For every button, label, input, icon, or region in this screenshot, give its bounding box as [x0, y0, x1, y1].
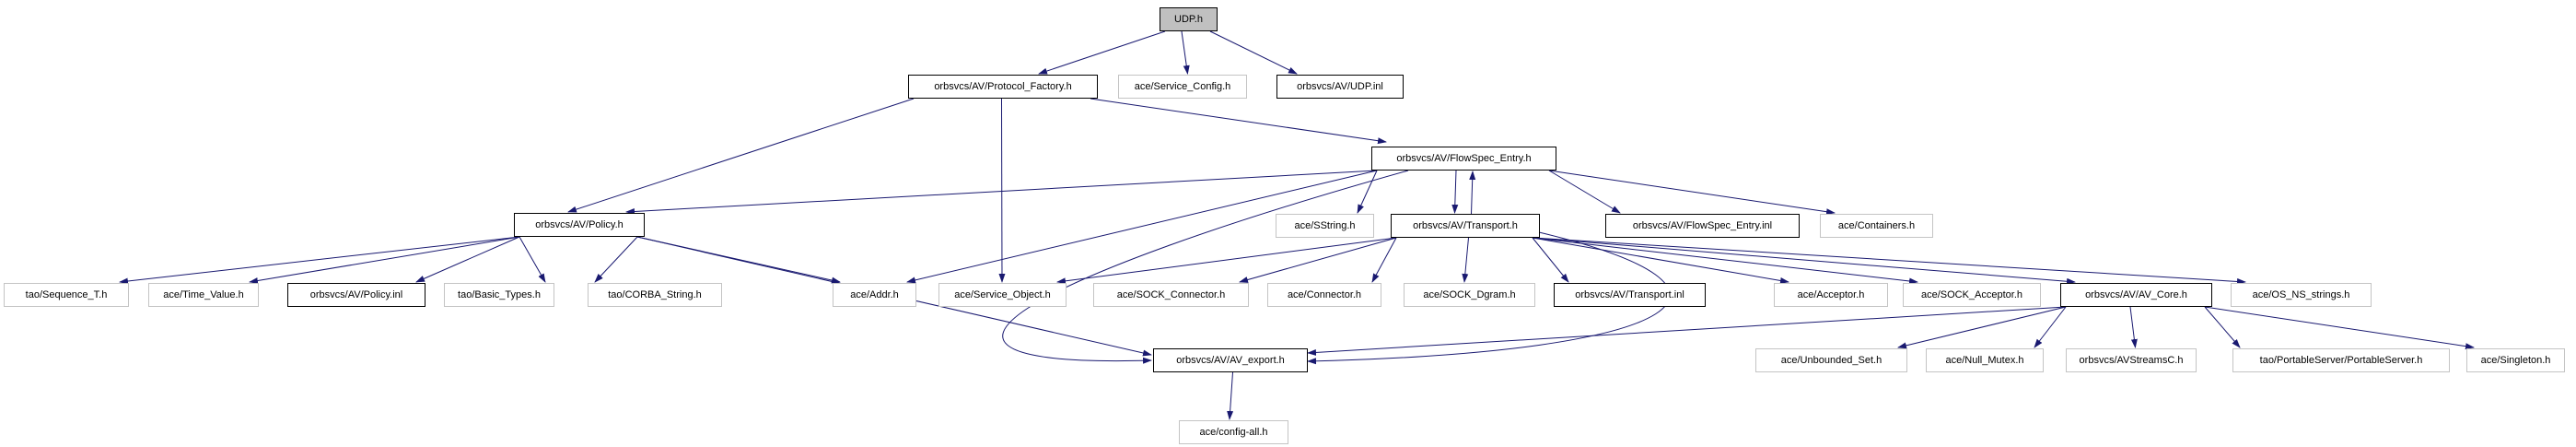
edge-transport-to-sock_dgram: [1462, 237, 1469, 283]
edge-av_export-to-config_all: [1227, 371, 1234, 420]
edge-flowspec_entry-to-policy: [625, 170, 1378, 215]
node-sstring[interactable]: ace/SString.h: [1276, 214, 1374, 238]
node-sock_connector[interactable]: ace/SOCK_Connector.h: [1093, 283, 1249, 307]
node-udp_h[interactable]: UDP.h: [1160, 7, 1218, 31]
node-corba_string[interactable]: tao/CORBA_String.h: [588, 283, 722, 307]
node-policy_inl[interactable]: orbsvcs/AV/Policy.inl: [287, 283, 425, 307]
node-service_object[interactable]: ace/Service_Object.h: [938, 283, 1067, 307]
edge-transport-to-connector: [1371, 237, 1397, 283]
node-time_value[interactable]: ace/Time_Value.h: [148, 283, 259, 307]
node-flowspec_entry[interactable]: orbsvcs/AV/FlowSpec_Entry.h: [1371, 147, 1556, 171]
edge-flowspec_entry-to-av_export: [1002, 170, 1409, 364]
edge-policy-to-time_value: [249, 236, 520, 284]
edge-av_core-to-null_mutex: [2034, 306, 2067, 348]
node-transport_inl[interactable]: orbsvcs/AV/Transport.inl: [1554, 283, 1706, 307]
edge-av_core-to-av_export: [1307, 306, 2067, 356]
edge-policy-to-sequence_t: [119, 236, 520, 285]
edge-transport-to-flowspec_entry: [1469, 171, 1476, 215]
edge-udp_h-to-udp_inl: [1209, 30, 1298, 75]
edge-udp_h-to-service_config: [1181, 30, 1190, 75]
node-basic_types[interactable]: tao/Basic_Types.h: [444, 283, 554, 307]
edge-transport-to-av_core: [1532, 237, 2076, 285]
node-udp_inl[interactable]: orbsvcs/AV/UDP.inl: [1276, 75, 1404, 99]
edge-policy-to-corba_string: [594, 236, 638, 283]
edge-flowspec_entry-to-transport: [1451, 170, 1459, 214]
node-portableserver[interactable]: tao/PortableServer/PortableServer.h: [2232, 348, 2450, 372]
node-policy[interactable]: orbsvcs/AV/Policy.h: [514, 213, 645, 237]
edge-protocol_factory-to-service_object: [998, 98, 1006, 283]
node-containers[interactable]: ace/Containers.h: [1820, 214, 1933, 238]
edge-transport-to-os_ns_strings: [1532, 237, 2246, 285]
node-addr[interactable]: ace/Addr.h: [833, 283, 916, 307]
node-sock_dgram[interactable]: ace/SOCK_Dgram.h: [1404, 283, 1535, 307]
edge-flowspec_entry-to-flowspec_entry_inl: [1548, 170, 1621, 214]
node-os_ns_strings[interactable]: ace/OS_NS_strings.h: [2231, 283, 2372, 307]
edge-flowspec_entry-to-containers: [1548, 170, 1836, 216]
node-singleton[interactable]: ace/Singleton.h: [2466, 348, 2565, 372]
edge-policy-to-basic_types: [519, 236, 546, 283]
node-avstreamsc[interactable]: orbsvcs/AVStreamsC.h: [2066, 348, 2197, 372]
node-null_mutex[interactable]: ace/Null_Mutex.h: [1926, 348, 2044, 372]
node-sock_acceptor[interactable]: ace/SOCK_Acceptor.h: [1903, 283, 2041, 307]
edge-protocol_factory-to-flowspec_entry: [1090, 98, 1387, 145]
edge-av_core-to-unbounded_set: [1897, 306, 2067, 349]
edge-transport-to-sock_acceptor: [1532, 237, 1918, 285]
edge-transport-to-service_object: [1056, 237, 1397, 285]
edge-transport-to-av_export: [1307, 231, 1671, 365]
edge-transport-to-transport_inl: [1532, 237, 1569, 283]
edge-flowspec_entry-to-sstring: [1357, 170, 1378, 214]
node-av_export[interactable]: orbsvcs/AV/AV_export.h: [1153, 348, 1308, 372]
node-unbounded_set[interactable]: ace/Unbounded_Set.h: [1755, 348, 1907, 372]
edge-av_core-to-portableserver: [2204, 306, 2241, 348]
node-acceptor[interactable]: ace/Acceptor.h: [1774, 283, 1888, 307]
edge-transport-to-acceptor: [1532, 237, 1789, 284]
node-sequence_t[interactable]: tao/Sequence_T.h: [4, 283, 129, 307]
edge-policy-to-policy_inl: [415, 236, 520, 283]
edge-flowspec_entry-to-addr: [906, 170, 1378, 284]
edge-transport-to-sock_connector: [1239, 237, 1397, 283]
node-av_core[interactable]: orbsvcs/AV/AV_Core.h: [2060, 283, 2212, 307]
node-protocol_factory[interactable]: orbsvcs/AV/Protocol_Factory.h: [908, 75, 1098, 99]
edge-protocol_factory-to-policy: [567, 98, 915, 213]
node-flowspec_entry_inl[interactable]: orbsvcs/AV/FlowSpec_Entry.inl: [1605, 214, 1800, 238]
node-connector[interactable]: ace/Connector.h: [1267, 283, 1381, 307]
node-config_all[interactable]: ace/config-all.h: [1179, 420, 1288, 444]
edge-av_core-to-avstreamsc: [2129, 306, 2138, 348]
node-service_config[interactable]: ace/Service_Config.h: [1118, 75, 1247, 99]
edge-av_core-to-singleton: [2204, 306, 2475, 350]
node-transport[interactable]: orbsvcs/AV/Transport.h: [1391, 214, 1540, 238]
edge-udp_h-to-protocol_factory: [1038, 30, 1166, 75]
